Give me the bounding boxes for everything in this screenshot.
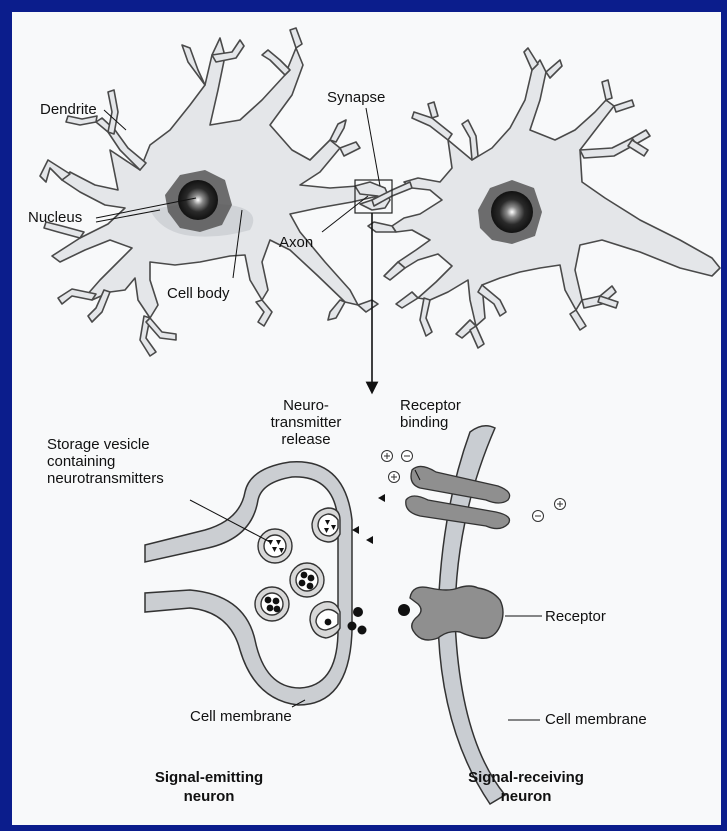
dendrite-branch xyxy=(340,142,360,156)
signal-emitting-caption: Signal-emitting neuron xyxy=(139,768,279,806)
dendrite-branch xyxy=(546,60,562,78)
dendrite-branch xyxy=(420,298,432,336)
dendrite-branch xyxy=(358,300,378,312)
neurotransmitter-release-line-3: release xyxy=(265,431,347,448)
storage-vesicle-line-1: Storage vesicle xyxy=(47,436,164,453)
dendrite-label: Dendrite xyxy=(40,101,97,118)
dendrite-branch xyxy=(428,102,438,118)
dendrite-branch xyxy=(580,138,636,158)
signal-receiving-line-2: neuron xyxy=(451,787,601,806)
axon-label: Axon xyxy=(279,234,313,251)
receptor xyxy=(410,586,503,640)
dendrite-branch xyxy=(262,50,290,75)
storage-vesicle xyxy=(290,563,324,597)
receptor-binding-line-1: Receptor xyxy=(400,397,461,414)
synapse-label: Synapse xyxy=(327,89,385,106)
released-neurotransmitters xyxy=(348,494,411,635)
receptor-binding-line-2: binding xyxy=(400,414,461,431)
dendrite-branch xyxy=(290,28,302,48)
receptor-label: Receptor xyxy=(545,608,606,625)
dendrite-branch xyxy=(570,310,586,330)
dendrite-branch xyxy=(384,262,405,280)
storage-vesicle-line-3: neurotransmitters xyxy=(47,470,164,487)
dendrite-branch xyxy=(470,326,484,348)
dendrite-branch xyxy=(182,45,205,85)
storage-vesicle xyxy=(255,587,289,621)
signal-emitting-line-1: Signal-emitting xyxy=(139,768,279,787)
dendrite-branch xyxy=(396,292,418,308)
dendrite-branch xyxy=(330,120,346,142)
right-nucleus xyxy=(491,191,533,233)
storage-vesicle-label: Storage vesicle containing neurotransmit… xyxy=(47,436,164,487)
receptor-binding-label: Receptor binding xyxy=(400,397,461,431)
fusing-vesicle xyxy=(310,602,340,638)
neurotransmitter-release-line-2: transmitter xyxy=(265,414,347,431)
signal-emitting-line-2: neuron xyxy=(139,787,279,806)
signal-receiving-neuron xyxy=(368,48,720,348)
cell-membrane-right-label: Cell membrane xyxy=(545,711,647,728)
dendrite-branch xyxy=(524,48,538,70)
neurotransmitter-release-label: Neuro- transmitter release xyxy=(265,397,347,448)
dendrite-branch xyxy=(256,300,272,326)
right-neuron-body xyxy=(392,60,720,326)
fusing-vesicle xyxy=(312,508,340,542)
cell-membrane-left-label: Cell membrane xyxy=(190,708,292,725)
neurotransmitter-release-line-1: Neuro- xyxy=(265,397,347,414)
cell-body-label: Cell body xyxy=(167,285,230,302)
storage-vesicle xyxy=(258,529,292,563)
dendrite-branch xyxy=(602,80,612,100)
dendrite-branch xyxy=(108,90,118,134)
signal-receiving-caption: Signal-receiving neuron xyxy=(451,768,601,806)
nucleus-label: Nucleus xyxy=(28,209,82,226)
storage-vesicle-line-2: containing xyxy=(47,453,164,470)
dendrite-branch xyxy=(614,100,634,112)
signal-receiving-line-1: Signal-receiving xyxy=(451,768,601,787)
presynaptic-terminal xyxy=(145,462,352,705)
dendrite-branch xyxy=(328,300,345,320)
dendrite-branch xyxy=(146,318,176,340)
